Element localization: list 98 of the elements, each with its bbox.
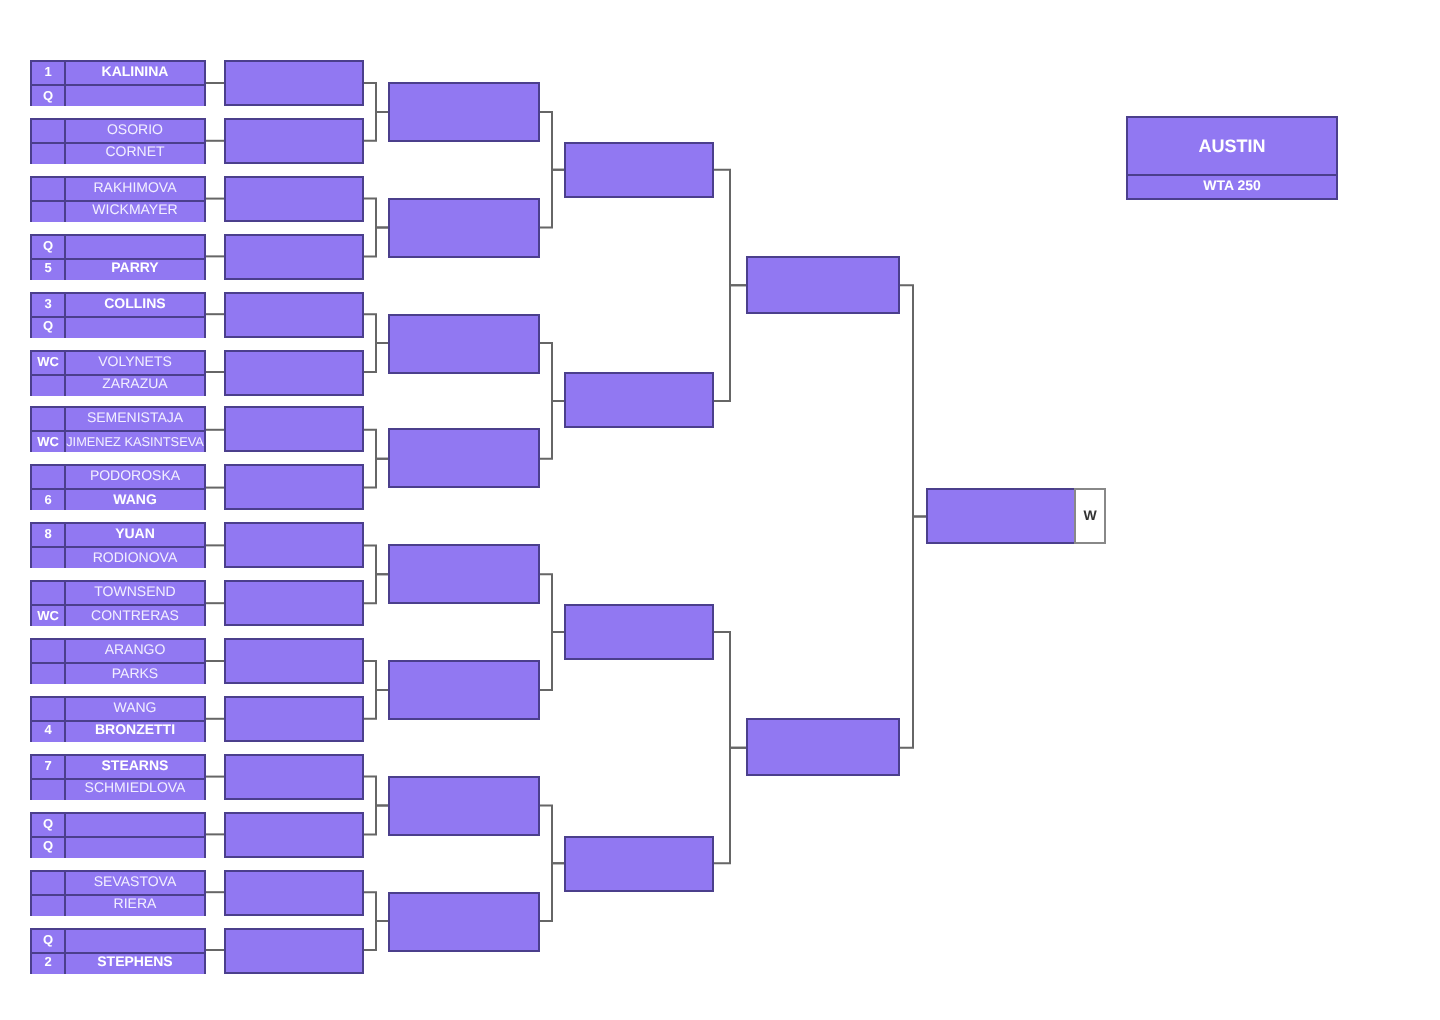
player-row	[32, 777, 204, 800]
result-box	[564, 141, 714, 198]
result-box	[388, 197, 540, 258]
bracket-line	[713, 746, 747, 865]
bracket-line	[205, 544, 225, 547]
match-box	[30, 60, 206, 106]
player-row	[32, 257, 204, 280]
result-box	[564, 372, 714, 429]
player-row	[32, 546, 204, 569]
score-box	[224, 60, 364, 106]
result-box	[388, 81, 540, 142]
match-box	[30, 753, 206, 800]
bracket-line	[713, 284, 747, 402]
player-row	[32, 315, 204, 338]
match-box	[30, 522, 206, 569]
result-box	[388, 544, 540, 605]
score-box	[224, 927, 364, 973]
bracket-line	[539, 168, 565, 229]
title-box	[1126, 116, 1338, 200]
bracket-line	[363, 688, 389, 720]
bracket-line	[205, 197, 225, 200]
score-box	[224, 117, 364, 164]
player-row	[32, 199, 204, 222]
score-box	[224, 811, 364, 858]
result-box	[746, 718, 900, 777]
score-box	[224, 291, 364, 338]
result-box	[388, 313, 540, 374]
match-box	[30, 869, 206, 916]
player-row	[32, 141, 204, 164]
score-box	[224, 695, 364, 742]
score-box	[224, 869, 364, 916]
match-box	[30, 695, 206, 742]
player-row	[32, 466, 204, 489]
bracket-line	[539, 399, 565, 460]
match-box	[30, 811, 206, 858]
bracket-line	[205, 833, 225, 836]
player-row	[32, 488, 204, 511]
bracket-line	[363, 457, 389, 489]
score-box	[224, 406, 364, 453]
player-row	[32, 893, 204, 916]
player-row	[32, 835, 204, 858]
result-box	[564, 835, 714, 892]
match-box	[30, 349, 206, 395]
bracket-line	[205, 602, 225, 605]
bracket-line	[205, 717, 225, 720]
match-box	[30, 406, 206, 453]
match-box	[30, 117, 206, 164]
player-row	[32, 373, 204, 395]
tournament-name: AUSTIN	[1196, 134, 1268, 160]
match-box	[30, 638, 206, 684]
match-box	[30, 580, 206, 627]
match-box	[30, 175, 206, 222]
player-row	[32, 951, 204, 973]
result-box	[388, 775, 540, 836]
bracket-line	[205, 428, 225, 431]
player-row	[32, 408, 204, 431]
result-box	[746, 256, 900, 315]
player-row	[32, 719, 204, 742]
bracket-line	[363, 573, 389, 605]
match-box	[30, 464, 206, 511]
player-row	[32, 430, 204, 453]
bracket-line	[205, 949, 225, 951]
score-box	[224, 175, 364, 222]
bracket-line	[205, 255, 225, 258]
player-row	[32, 662, 204, 684]
result-box	[388, 659, 540, 720]
bracket-line	[205, 660, 225, 662]
score-box	[224, 349, 364, 395]
result-box	[564, 604, 714, 661]
bracket-line	[363, 110, 389, 142]
player-row	[32, 84, 204, 106]
match-box	[30, 233, 206, 280]
result-box	[388, 891, 540, 952]
player-row	[32, 604, 204, 627]
bracket-line	[539, 631, 565, 691]
bracket-line	[205, 371, 225, 373]
bracket-line	[205, 139, 225, 142]
bracket-line	[205, 775, 225, 778]
bracket-line	[363, 226, 389, 258]
bracket-line	[539, 862, 565, 923]
bracket-line	[205, 891, 225, 894]
bracket-line	[205, 82, 225, 84]
match-box	[30, 291, 206, 338]
bracket-line	[205, 486, 225, 489]
result-box	[388, 428, 540, 489]
score-box	[224, 522, 364, 569]
match-box	[30, 927, 206, 973]
bracket-line	[205, 313, 225, 316]
score-box	[224, 580, 364, 627]
bracket-line	[363, 804, 389, 836]
score-box	[224, 638, 364, 684]
score-box	[224, 233, 364, 280]
score-box	[224, 464, 364, 511]
bracket-line	[363, 920, 389, 951]
bracket-line	[363, 342, 389, 373]
bracket-line	[899, 515, 927, 749]
score-box	[224, 753, 364, 800]
result-box	[926, 488, 1076, 545]
